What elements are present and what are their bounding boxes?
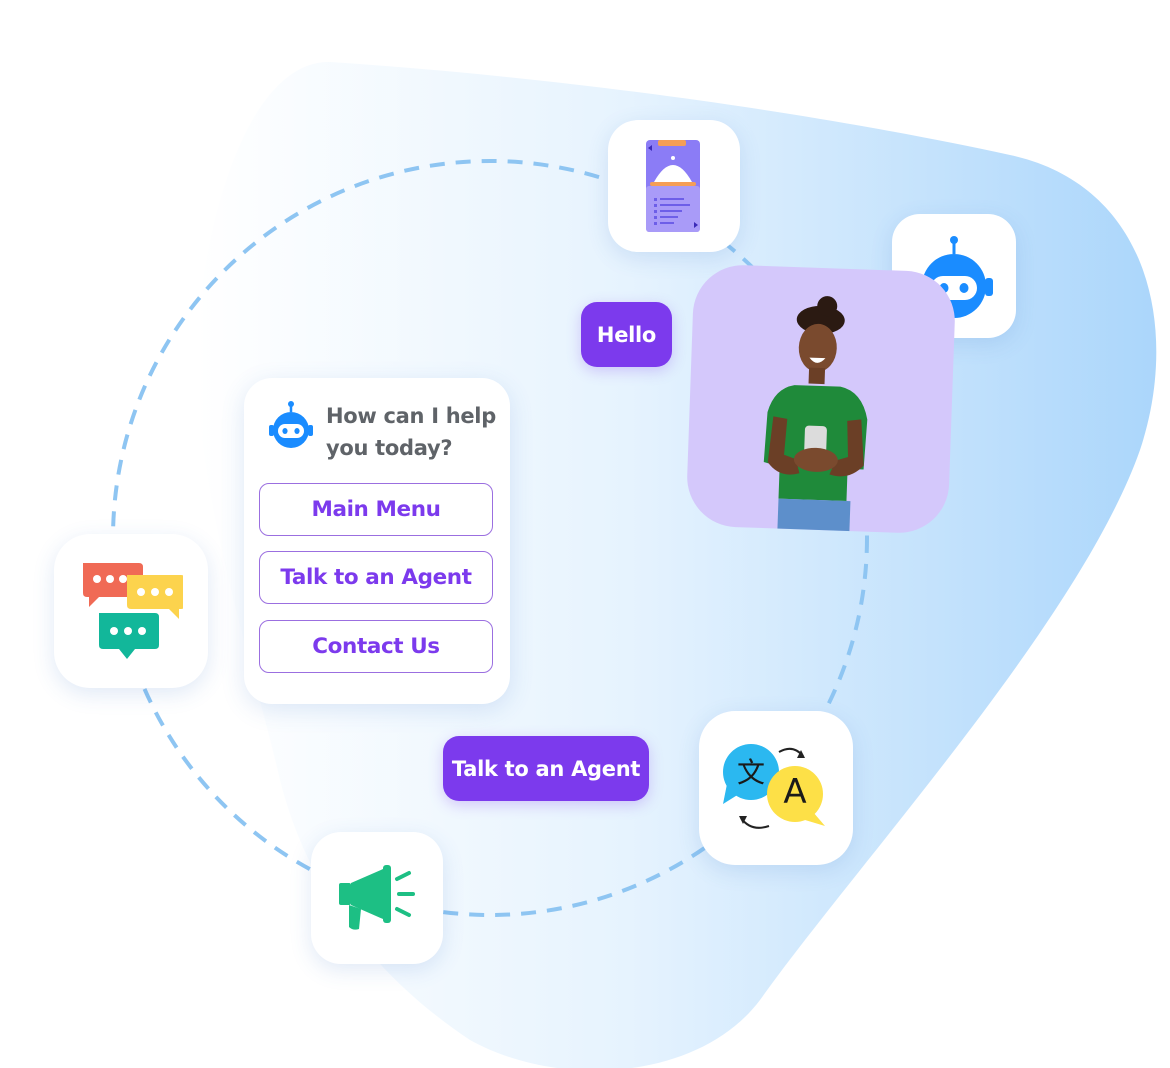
chatbot-avatar-icon [269,401,313,448]
translate-letter-a: A [783,772,807,812]
chat-widget: How can I help you today? Main Menu Talk… [244,378,510,704]
contact-us-button[interactable]: Contact Us [259,620,493,673]
chat-bubbles-icon [83,563,183,659]
restaurant-menu-icon [646,140,700,232]
svg-text:文: 文 [737,756,765,789]
talk-to-agent-bubble: Talk to an Agent [443,736,649,801]
megaphone-icon [339,865,415,930]
main-menu-button[interactable]: Main Menu [259,483,493,536]
chat-question: How can I help you today? [326,404,496,460]
hello-bubble: Hello [581,302,672,367]
customer-photo [685,263,957,535]
translate-bubbles: 文 [723,744,825,829]
talk-to-agent-button[interactable]: Talk to an Agent [259,551,493,604]
chat-bubbles-card [54,534,208,688]
translate-icon: 文 A [721,742,831,834]
megaphone-card [311,832,443,964]
smiling-woman-with-phone [763,296,868,535]
translate-card: 文 A [699,711,853,865]
restaurant-menu-card [608,120,740,252]
